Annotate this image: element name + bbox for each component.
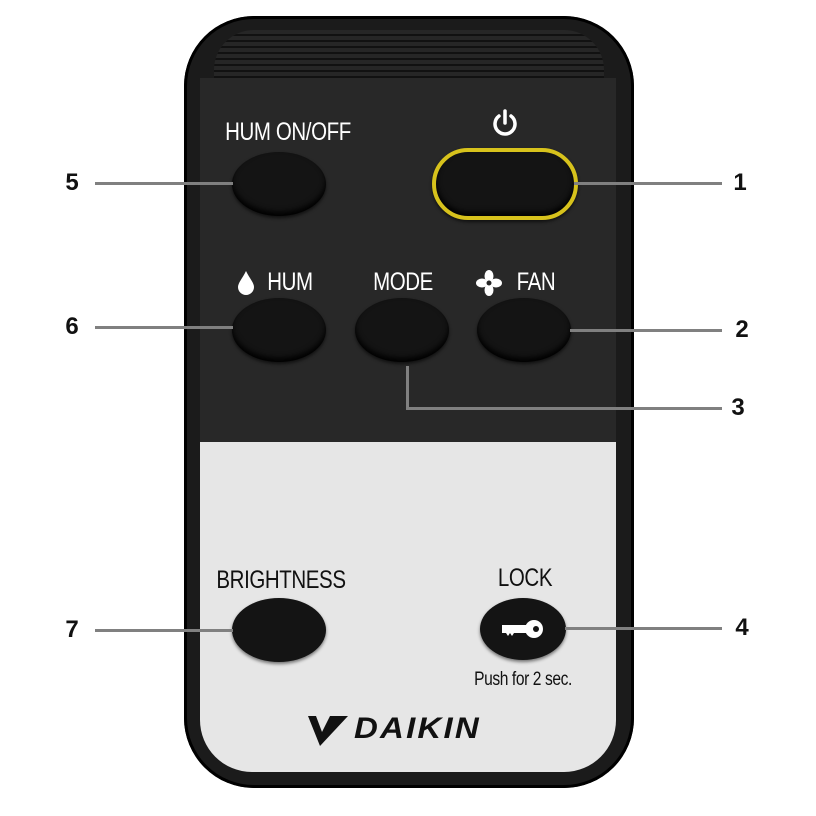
power-button[interactable] xyxy=(432,148,578,220)
callout-line-5 xyxy=(95,182,233,185)
daikin-logo-mark-icon xyxy=(308,716,348,746)
hum-onoff-label: HUM ON/OFF xyxy=(225,118,351,146)
key-icon xyxy=(502,620,543,638)
fan-button[interactable] xyxy=(477,298,571,362)
brightness-label: BRIGHTNESS xyxy=(216,566,346,594)
callout-number-7: 7 xyxy=(65,616,79,643)
remote-grille xyxy=(214,30,604,78)
callout-line-4 xyxy=(565,627,722,630)
lock-note: Push for 2 sec. xyxy=(474,669,572,690)
power-icon xyxy=(493,109,517,136)
hum-button[interactable] xyxy=(232,298,326,362)
lock-label: LOCK xyxy=(497,564,553,592)
callout-number-2: 2 xyxy=(735,316,749,343)
callout-line-6 xyxy=(95,326,233,329)
fan-icon xyxy=(476,270,502,296)
callout-number-5: 5 xyxy=(65,169,79,196)
callout-line-3 xyxy=(406,407,722,410)
callout-number-6: 6 xyxy=(65,313,79,340)
brand-name: DAIKIN xyxy=(354,712,481,745)
mode-button[interactable] xyxy=(355,298,449,362)
hum-label: HUM xyxy=(267,268,313,296)
callout-number-3: 3 xyxy=(731,394,745,421)
callout-line-1 xyxy=(574,182,722,185)
fan-label: FAN xyxy=(516,268,556,296)
callout-number-4: 4 xyxy=(735,614,749,641)
water-drop-icon xyxy=(238,271,254,295)
mode-label: MODE xyxy=(373,268,433,296)
brightness-button[interactable] xyxy=(232,598,326,662)
callout-number-1: 1 xyxy=(733,169,747,196)
daikin-logo: DAIKIN xyxy=(308,712,479,746)
callout-line-2 xyxy=(570,329,722,332)
hum-onoff-button[interactable] xyxy=(232,152,326,216)
callout-line-3-vertical xyxy=(406,366,409,410)
lock-button[interactable] xyxy=(480,598,566,660)
callout-line-7 xyxy=(95,629,233,632)
